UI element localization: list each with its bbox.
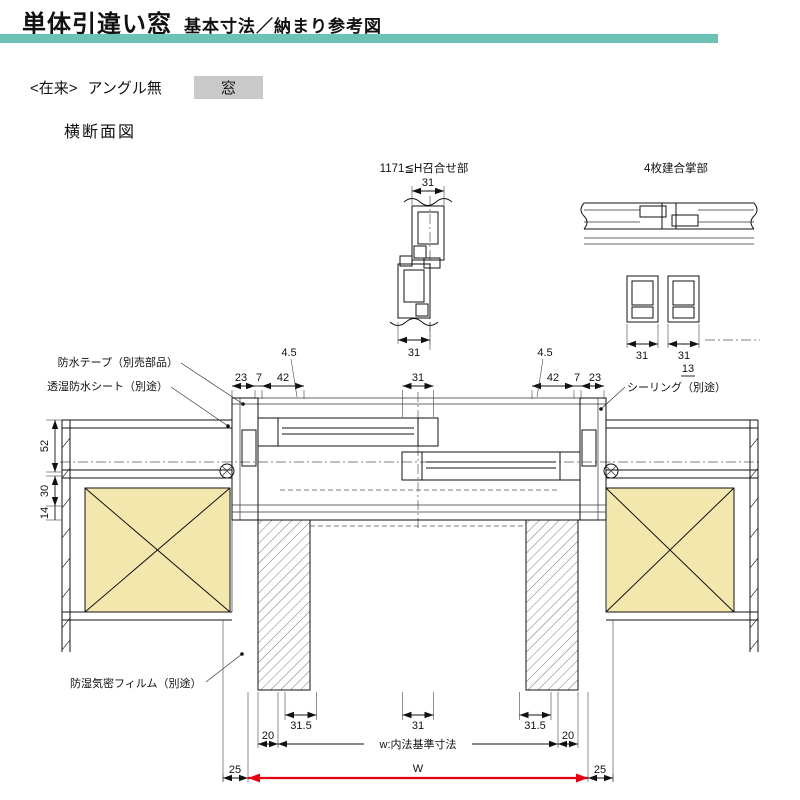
dim-inner-width-label: w:内法基準寸法 xyxy=(379,737,457,751)
leader-dot xyxy=(226,424,230,428)
dim-outer-right-25: 25 xyxy=(594,764,606,776)
sill-column-left xyxy=(257,519,311,691)
inner-width-dimensions: 20 w:内法基準寸法 20 xyxy=(258,730,578,751)
dim-gap-right: 4.5 xyxy=(537,347,552,359)
dim-frame-left-7: 7 xyxy=(256,372,262,384)
screw-symbol-left xyxy=(219,463,235,479)
left-jamb xyxy=(219,397,259,521)
dim-wall-30: 30 xyxy=(39,485,51,497)
four-panel-label: 4枚建合掌部 xyxy=(644,161,708,175)
angle-label: アングル無 xyxy=(87,80,162,97)
dim-top-detail-upper: 31 xyxy=(422,177,434,189)
leader-dot xyxy=(240,652,244,656)
dim-right-detail-left: 31 xyxy=(636,350,648,362)
page-title: 単体引違い窓 基本寸法／納まり参考図 xyxy=(22,4,382,39)
callout-moisture-film: 防湿気密フィルム（別途） xyxy=(70,676,202,690)
dim-wall-52: 52 xyxy=(39,440,51,452)
bottom-extension-lines xyxy=(222,620,614,782)
dim-sill-center-31: 31 xyxy=(412,720,424,732)
dim-frame-left-23: 23 xyxy=(235,372,247,384)
screw-symbol-right xyxy=(603,463,619,479)
leader-dot xyxy=(241,402,245,406)
callout-breathable-sheet: 透湿防水シート（別途） xyxy=(47,379,168,393)
dim-frame-right-23: 23 xyxy=(589,372,601,384)
callouts: 防水テープ（別売部品） 透湿防水シート（別途） シーリング（別途） 防湿気密フィ… xyxy=(47,355,726,690)
title-main: 単体引違い窓 xyxy=(22,11,172,38)
dim-frame-right-7: 7 xyxy=(574,372,580,384)
callout-sealing: シーリング（別途） xyxy=(627,380,726,394)
meeting-stile-detail: 1171≦H召合せ部 31 31 xyxy=(380,161,469,359)
dim-right-detail-gap: 13 xyxy=(682,363,694,375)
dim-inner-right-20: 20 xyxy=(562,730,574,742)
dim-frame-left-42: 42 xyxy=(277,372,289,384)
exterior-sash xyxy=(257,417,439,447)
dim-wall-14: 14 xyxy=(39,507,51,519)
dim-outer-left-25: 25 xyxy=(229,764,241,776)
label-mask xyxy=(364,737,472,751)
wall-post-left xyxy=(84,487,231,613)
dim-top-detail-lower: 31 xyxy=(408,347,420,359)
interior-sash xyxy=(401,451,581,481)
dim-sill-right-315: 31.5 xyxy=(524,720,545,732)
dim-frame-right-42: 42 xyxy=(547,372,559,384)
upper-dimensions: 23 7 42 31 42 7 23 4.5 4.5 xyxy=(231,347,605,417)
type-tag: <在来> xyxy=(30,80,78,97)
wall-post-right xyxy=(605,487,735,613)
view-title: 横断面図 xyxy=(64,124,137,141)
four-panel-detail: 4枚建合掌部 31 xyxy=(580,161,760,377)
accent-bar xyxy=(0,34,718,43)
window-frame xyxy=(219,392,619,612)
subheader: <在来> アングル無 窓 xyxy=(30,76,263,99)
cross-section-diagram: 1171≦H召合せ部 31 31 4枚建合掌部 xyxy=(39,161,760,783)
left-vertical-dimensions: 52 30 14 xyxy=(39,419,62,521)
dim-right-detail-right: 31 xyxy=(678,350,690,362)
dim-frame-center-31: 31 xyxy=(412,372,424,384)
meeting-stile-label: 1171≦H召合せ部 xyxy=(380,161,469,175)
sill-column-right xyxy=(525,519,579,691)
callout-waterproof-tape: 防水テープ（別売部品） xyxy=(58,355,178,369)
leader-dot xyxy=(599,407,603,411)
dim-sill-left-315: 31.5 xyxy=(290,720,311,732)
dim-outer-width-label: W xyxy=(413,763,424,775)
window-badge: 窓 xyxy=(193,76,263,99)
sill-dimensions: 31.5 31 31.5 xyxy=(285,711,551,732)
outer-width-dimensions: 25 W 25 xyxy=(222,763,614,783)
dim-inner-left-20: 20 xyxy=(262,730,274,742)
title-subtitle: 基本寸法／納まり参考図 xyxy=(184,17,382,36)
dim-gap-left: 4.5 xyxy=(281,347,296,359)
